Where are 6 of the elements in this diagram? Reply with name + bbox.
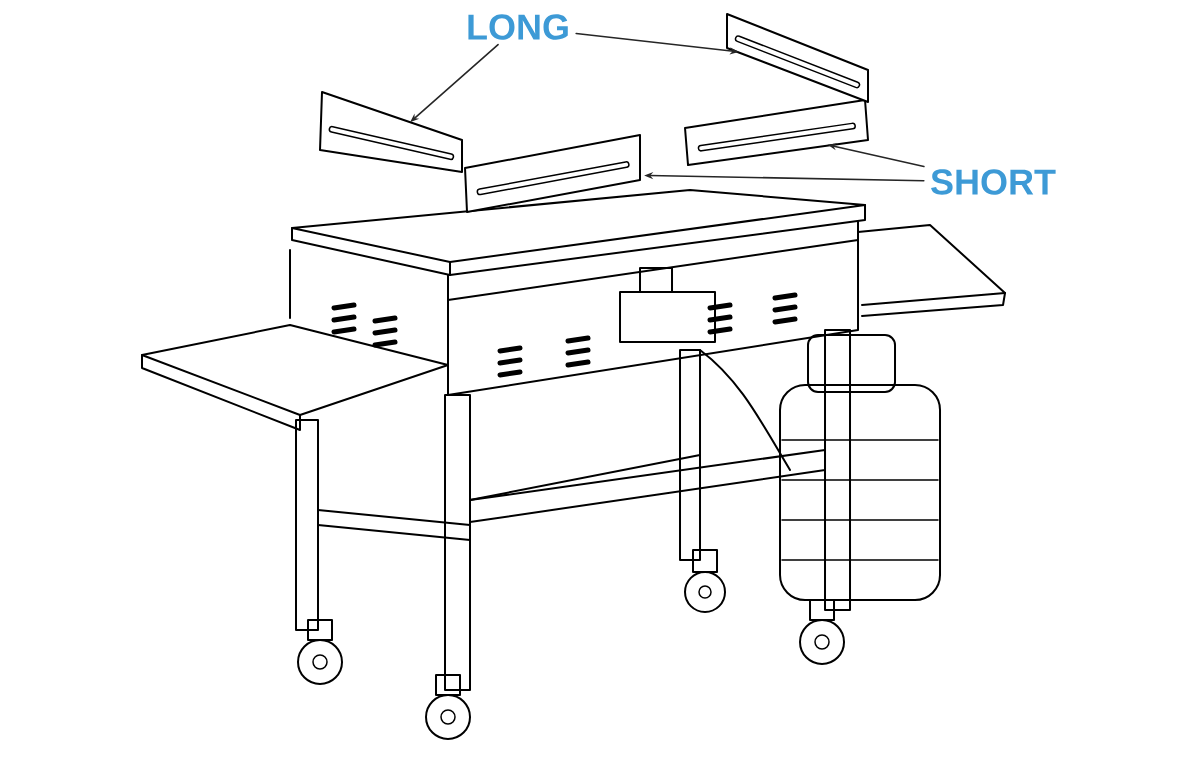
wind-guard (319, 91, 463, 173)
wind-guard (464, 134, 641, 213)
part-label: SHORT (931, 169, 1056, 195)
part-label: LONG (468, 14, 568, 40)
wind-guard (684, 99, 869, 166)
wind-guard (726, 13, 869, 103)
